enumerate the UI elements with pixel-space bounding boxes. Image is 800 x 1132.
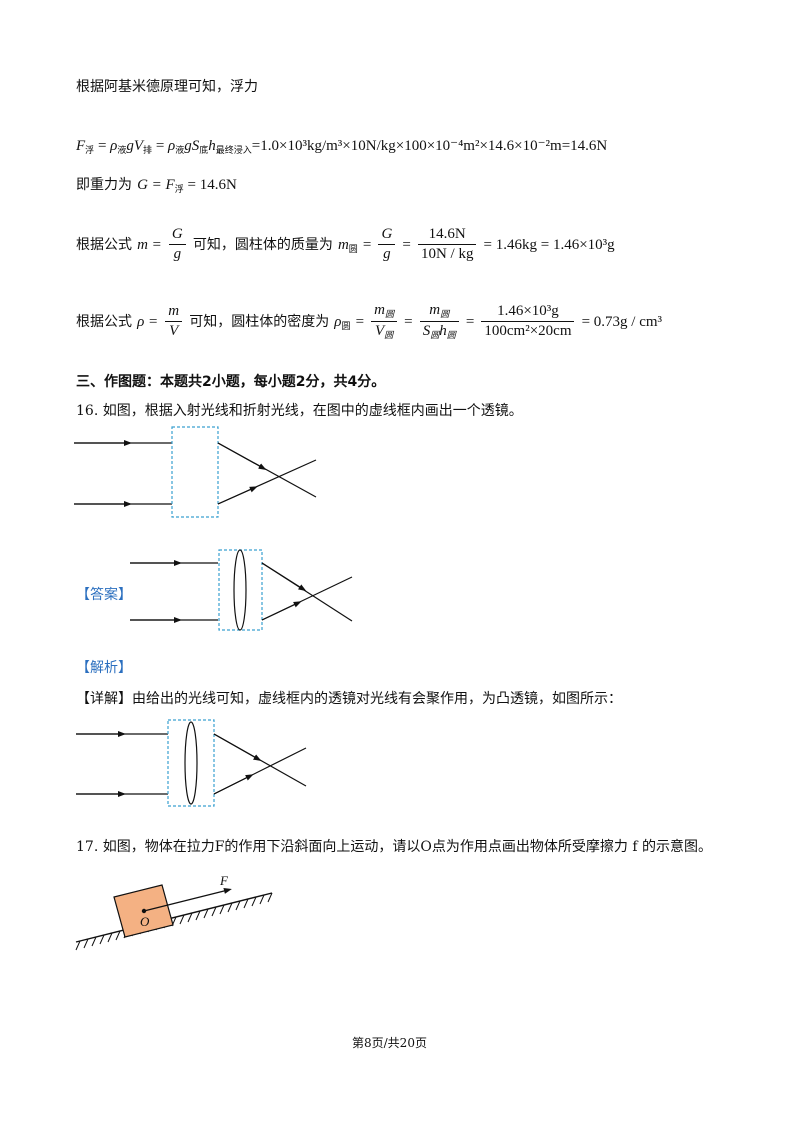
symbol-F: F <box>76 138 86 154</box>
buoyancy-rhs: =1.0×10³kg/m³×10N/kg×100×10⁻⁴m²×14.6×10⁻… <box>251 138 608 154</box>
mass-lhs: m = <box>137 237 162 253</box>
symbol-rho-cyl: ρ <box>334 314 342 330</box>
analysis-label: 【解析】 <box>76 660 132 676</box>
force-F-arrow <box>143 888 232 912</box>
figure-17-incline: F O <box>75 873 273 951</box>
symbol-rho: ρ <box>110 138 118 154</box>
gravity-value: = 14.6N <box>183 177 237 193</box>
figure-16-question <box>74 426 317 518</box>
question-17: 17. 如图，物体在拉力F的作用下沿斜面向上运动，请以O点为作用点画出物体所受摩… <box>76 839 712 855</box>
symbol-rho-2: ρ <box>168 138 176 154</box>
sub-h: 最终浸入 <box>215 145 252 155</box>
sub-rho-cyl: 圆 <box>341 322 351 332</box>
symbol-gV: gV <box>126 138 144 154</box>
mass-middle: 可知，圆柱体的质量为 <box>192 237 333 253</box>
section-title: 三、作图题：本题共2小题，每小题2分，共4分。 <box>76 374 386 390</box>
density-result: = 0.73g / cm³ <box>581 314 663 330</box>
buoyancy-formula: F浮 = ρ液gV排 = ρ液gS底h最终浸入=1.0×10³kg/m³×10N… <box>76 138 608 155</box>
sub-m: 圆 <box>348 245 358 255</box>
density-middle: 可知，圆柱体的密度为 <box>189 314 330 330</box>
gravity-prefix: 即重力为 <box>76 177 132 193</box>
sub-V: 排 <box>143 145 153 155</box>
gravity-line: 即重力为 G = F浮 = 14.6N <box>76 174 237 195</box>
intro-text: 根据阿基米德原理可知，浮力 <box>76 79 258 95</box>
density-lhs: ρ = <box>137 314 159 330</box>
gravity-expr: G = F <box>137 177 175 193</box>
incline-surface <box>75 892 273 951</box>
detail-text: 由给出的光线可知，虚线框内的透镜对光线有会聚作用，为凸透镜，如图所示： <box>132 691 622 707</box>
symbol-m: m <box>337 237 349 253</box>
sub-rho: 液 <box>117 145 127 155</box>
mass-prefix: 根据公式 <box>76 237 132 253</box>
gravity-sub: 浮 <box>174 185 184 195</box>
figure-16-answer <box>130 549 353 631</box>
symbol-gS: gS <box>184 138 200 154</box>
sub-S: 底 <box>199 145 209 155</box>
symbol-h: h <box>208 138 216 154</box>
figure-16-detail <box>76 719 307 807</box>
mass-result: = 1.46kg = 1.46×10³g <box>483 237 615 253</box>
sub-F: 浮 <box>85 145 95 155</box>
label-F: F <box>219 873 229 888</box>
page-footer: 第8页/共20页 <box>352 1036 427 1050</box>
question-16: 16. 如图，根据入射光线和折射光线，在图中的虚线框内画出一个透镜。 <box>76 403 523 419</box>
answer-label: 【答案】 <box>76 587 132 603</box>
sub-rho-2: 液 <box>175 145 185 155</box>
detail-line: 【详解】由给出的光线可知，虚线框内的透镜对光线有会聚作用，为凸透镜，如图所示： <box>76 688 622 708</box>
detail-label: 【详解】 <box>76 691 132 707</box>
density-prefix: 根据公式 <box>76 314 132 330</box>
label-O: O <box>140 914 150 929</box>
